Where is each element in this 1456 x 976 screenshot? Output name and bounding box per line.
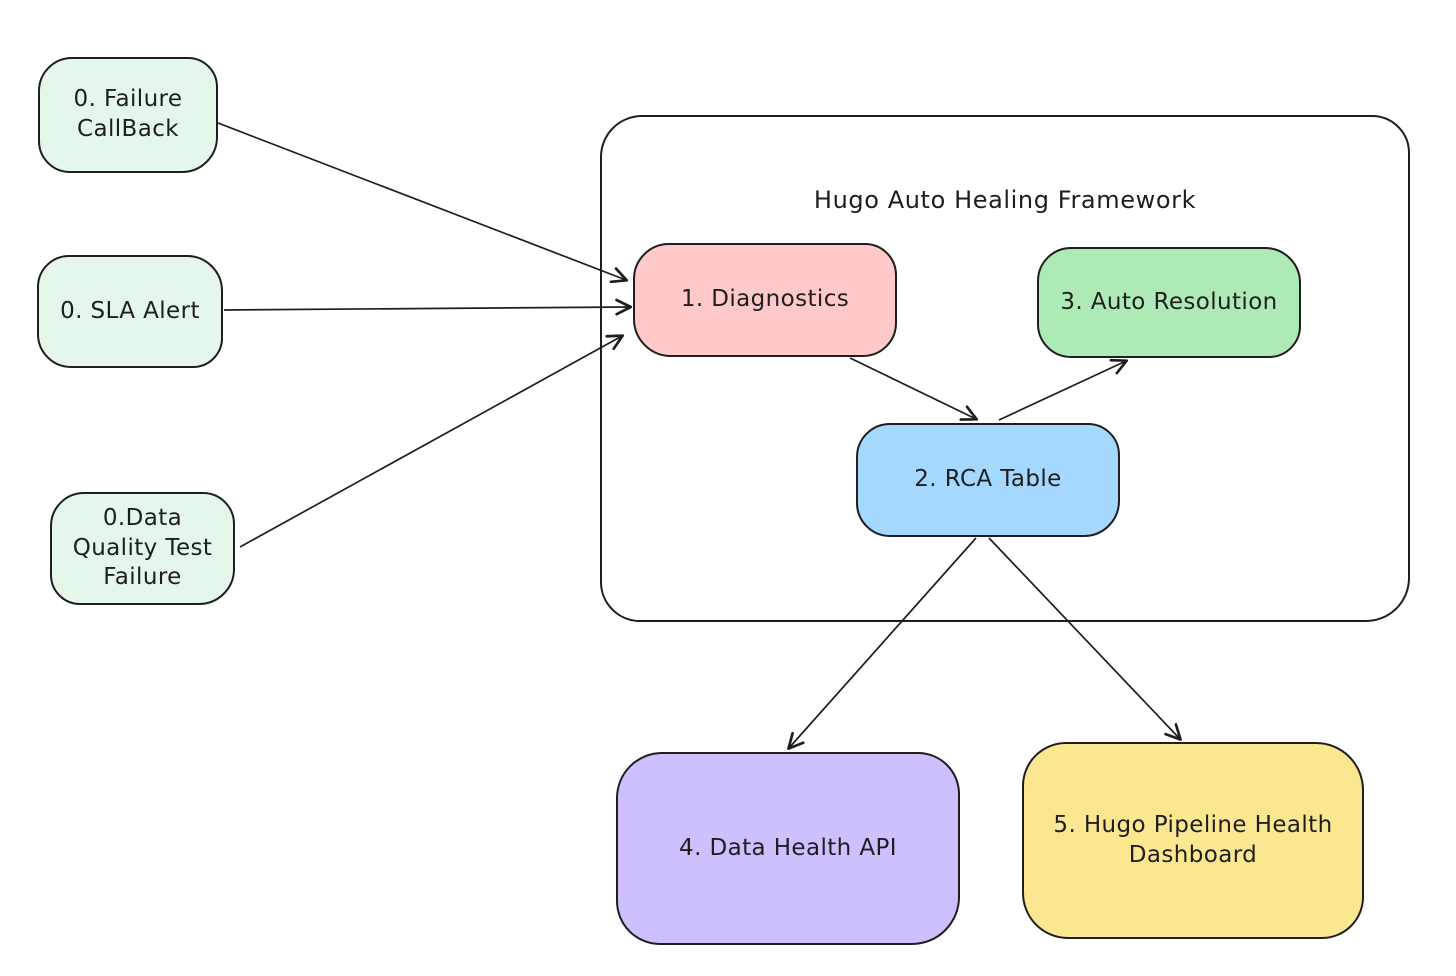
edge-failure-callback-to-diagnostics xyxy=(217,122,629,284)
node-data-quality-test-failure: 0.Data Quality Test Failure xyxy=(50,492,235,605)
edge-data-quality-to-diagnostics xyxy=(239,334,625,548)
framework-title: Hugo Auto Healing Framework xyxy=(813,186,1197,214)
node-auto-resolution: 3. Auto Resolution xyxy=(1037,247,1301,358)
node-rca-table: 2. RCA Table xyxy=(856,423,1120,537)
node-data-health-api: 4. Data Health API xyxy=(616,752,960,945)
node-diagnostics: 1. Diagnostics xyxy=(633,243,897,357)
node-sla-alert: 0. SLA Alert xyxy=(37,255,223,368)
node-pipeline-health-dashboard: 5. Hugo Pipeline Health Dashboard xyxy=(1022,742,1364,939)
edge-sla-alert-to-diagnostics xyxy=(223,298,633,316)
node-failure-callback: 0. Failure CallBack xyxy=(38,57,218,173)
